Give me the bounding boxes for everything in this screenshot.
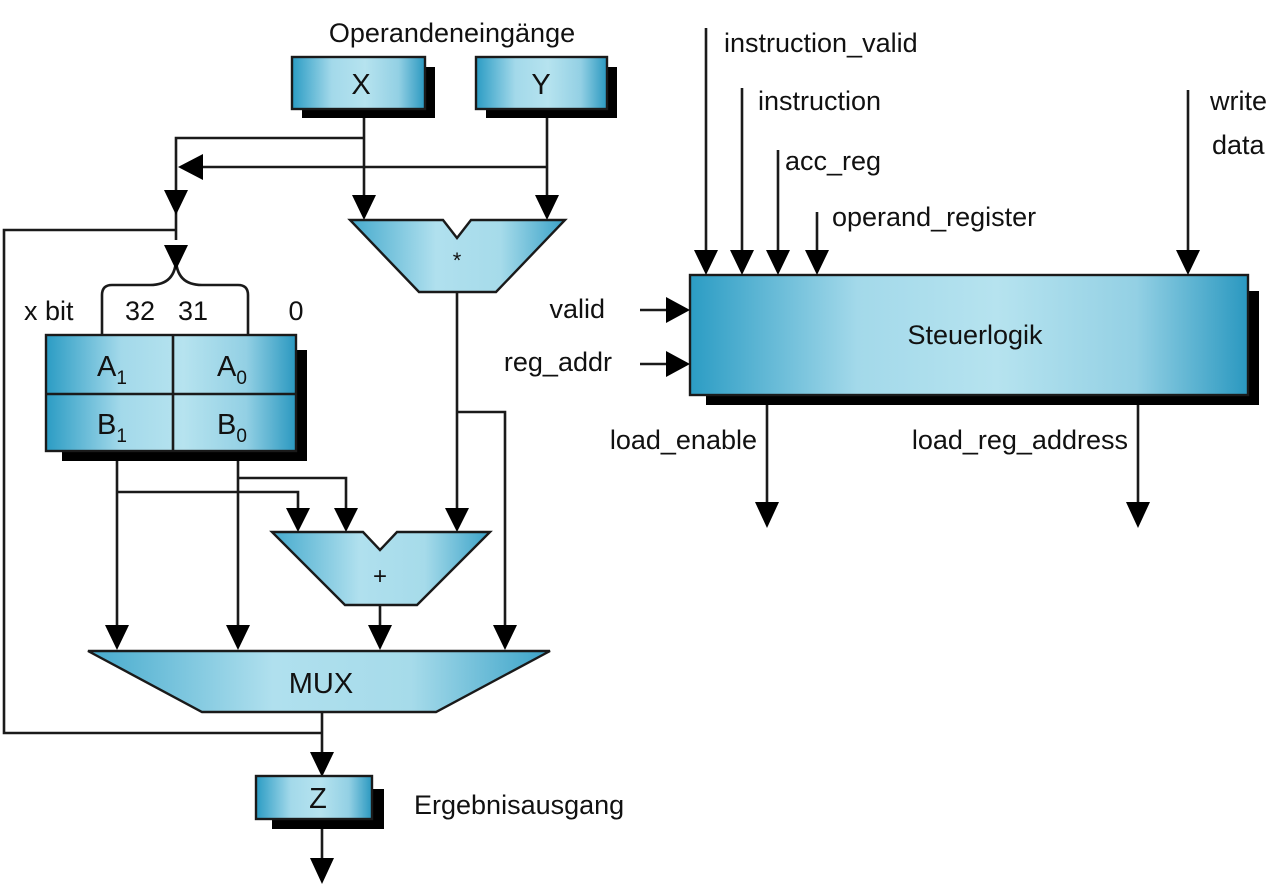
output-register-z: Z (254, 774, 384, 829)
arrow-multiplier-to-mux (493, 625, 517, 650)
signal-data-label: data (1212, 130, 1266, 160)
signal-write-label: write (1209, 86, 1267, 116)
register-cell-b0: B0 (217, 409, 247, 447)
arrow-valid (666, 297, 690, 323)
arrow-load-reg-address (1126, 502, 1150, 528)
arrow-to-feedback-junction (164, 190, 188, 215)
output-z-label: Z (309, 783, 327, 815)
multiplexer: MUX (87, 649, 551, 714)
arrow-output-out (310, 858, 334, 884)
arrow-b0-to-adder (334, 508, 358, 532)
result-output-caption: Ergebnisausgang (414, 790, 624, 820)
signal-instruction-valid: instruction_valid (724, 28, 918, 58)
arrow-to-register (164, 245, 188, 270)
register-wires (115, 461, 348, 630)
arrow-load-enable (755, 502, 779, 528)
operand-inputs-title: Operandeneingänge (329, 18, 575, 48)
mux-label: MUX (289, 668, 353, 700)
arrow-mux-to-output (310, 752, 334, 777)
signal-instruction: instruction (758, 86, 881, 116)
signal-load-reg-address: load_reg_address (912, 425, 1128, 455)
control-top-input-wires (704, 28, 1190, 258)
input-x-label: X (351, 69, 370, 101)
input-y-label: Y (531, 69, 550, 101)
signal-load-enable: load_enable (610, 425, 757, 455)
multiplier-symbol: * (453, 248, 462, 273)
arrow-instruction (730, 250, 754, 275)
arrow-operand-register (805, 250, 829, 275)
signal-valid: valid (549, 294, 605, 324)
bit-label: x bit (24, 296, 74, 326)
multiplier: * (347, 218, 568, 294)
bit-0-label: 0 (288, 296, 303, 326)
signal-reg-addr: reg_addr (504, 347, 612, 377)
bit-31-label: 31 (178, 296, 208, 326)
arrow-write-data (1176, 250, 1200, 275)
accumulator-register: A1 A0 B1 B0 (44, 333, 307, 461)
control-logic-label: Steuerlogik (907, 320, 1043, 350)
arrow-acc-reg (766, 250, 790, 275)
control-logic-block: Steuerlogik (688, 273, 1259, 405)
arrow-b1-to-adder (286, 508, 310, 532)
adder: + (269, 530, 493, 607)
register-cell-a1: A1 (97, 351, 127, 389)
input-register-y: Y (474, 55, 617, 118)
arrow-b0-to-mux (226, 625, 250, 650)
signal-acc-reg: acc_reg (785, 146, 881, 176)
adder-symbol: + (373, 563, 387, 590)
arrow-b1-to-mux (105, 625, 129, 650)
signal-operand-register: operand_register (832, 202, 1036, 232)
arrow-instruction-valid (694, 250, 718, 275)
arrow-multiplier-to-adder (445, 508, 469, 532)
register-cell-a0: A0 (217, 351, 247, 389)
arrow-y-to-multiplier (535, 195, 559, 220)
bit-32-label: 32 (125, 296, 155, 326)
arrow-x-to-multiplier (352, 195, 376, 220)
arrow-reg-addr (666, 351, 690, 377)
register-cell-b1: B1 (97, 409, 127, 447)
arrow-adder-to-mux (368, 625, 392, 650)
arrow-y-to-left (178, 154, 203, 180)
input-register-x: X (290, 55, 435, 118)
